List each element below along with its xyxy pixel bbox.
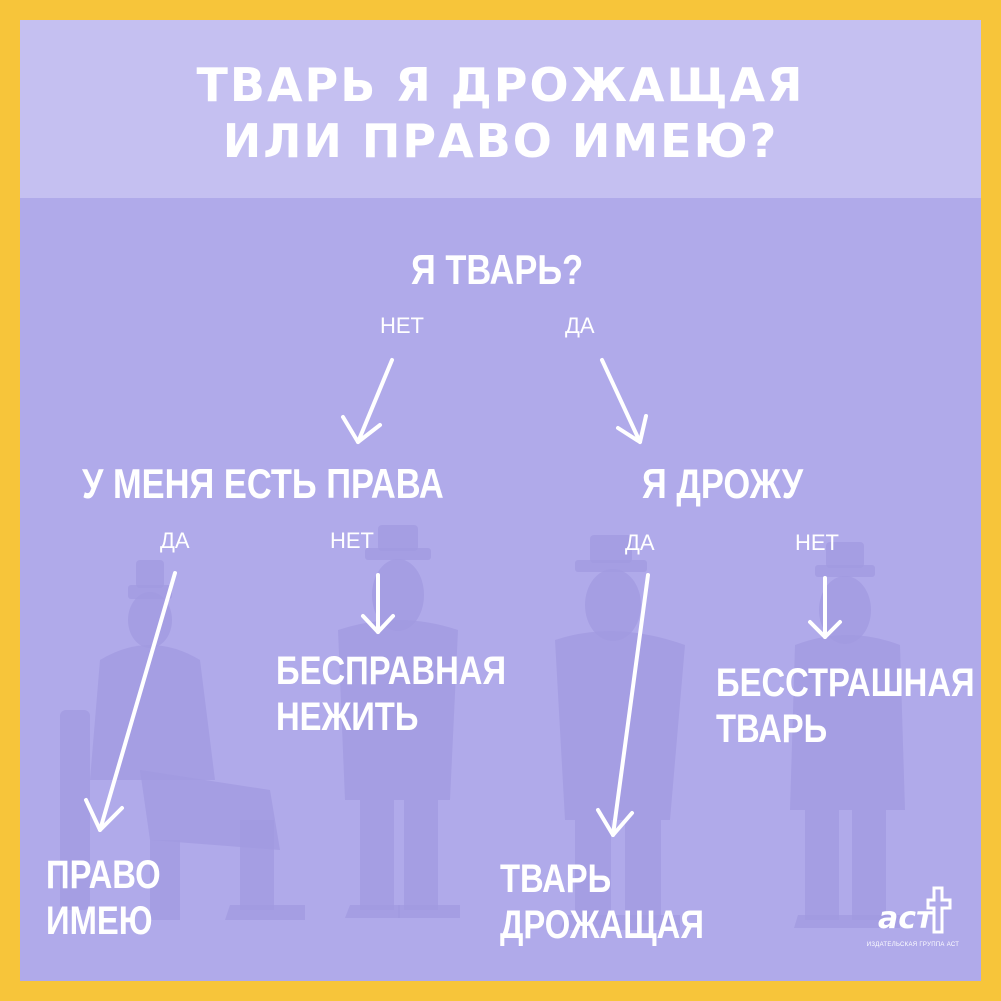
logo-caption: ИЗДАТЕЛЬСКАЯ ГРУППА АСТ [866,942,960,948]
result-fearless: БЕССТРАШНАЯ ТВАРЬ [716,660,975,752]
left-question: У МЕНЯ ЕСТЬ ПРАВА [82,460,444,507]
flow-arrows [84,358,842,837]
standing-man-figure-2 [555,535,685,930]
right-yes-label: ДА [625,530,655,555]
right-question: Я ДРОЖУ [642,460,804,507]
arrow-right-no [808,576,842,639]
result-have-right-line-2: ИМЕЮ [46,899,153,943]
arrow-left-no [361,573,395,634]
arrow-right-yes [596,573,650,837]
title-line-2: ИЛИ ПРАВО ИМЕЮ? [222,114,779,168]
root-yes-label: ДА [565,313,595,338]
arrow-root-no [341,358,394,444]
root-question: Я ТВАРЬ? [411,246,584,293]
background-figures [60,525,905,930]
logo-mark-text: аст [878,901,935,936]
right-no-label: НЕТ [795,530,839,555]
arrow-root-yes [600,358,648,444]
left-no-label: НЕТ [330,528,374,553]
infographic-frame: ТВАРЬ Я ДРОЖАЩАЯ ИЛИ ПРАВО ИМЕЮ? [20,20,981,981]
result-no-rights-line-1: БЕСПРАВНАЯ [276,649,507,693]
title-line-1: ТВАРЬ Я ДРОЖАЩАЯ [196,58,805,112]
ast-logo-mark: аст [878,886,952,936]
left-yes-label: ДА [160,528,190,553]
result-no-rights-line-2: НЕЖИТЬ [276,695,419,739]
result-fearless-line-2: ТВАРЬ [716,707,828,751]
arrow-left-yes [84,571,177,832]
result-have-right: ПРАВО ИМЕЮ [46,852,161,944]
header-band: ТВАРЬ Я ДРОЖАЩАЯ ИЛИ ПРАВО ИМЕЮ? [20,20,981,198]
standing-man-figure-1 [338,525,460,918]
result-trembling: ТВАРЬ ДРОЖАЩАЯ [500,856,704,948]
seated-man-figure [60,560,305,920]
result-fearless-line-1: БЕССТРАШНАЯ [716,661,975,705]
result-trembling-line-2: ДРОЖАЩАЯ [500,903,704,947]
result-no-rights: БЕСПРАВНАЯ НЕЖИТЬ [276,648,506,740]
result-have-right-line-1: ПРАВО [46,853,161,897]
root-no-label: НЕТ [380,313,424,338]
standing-man-figure-3 [790,542,905,928]
result-trembling-line-1: ТВАРЬ [500,857,612,901]
